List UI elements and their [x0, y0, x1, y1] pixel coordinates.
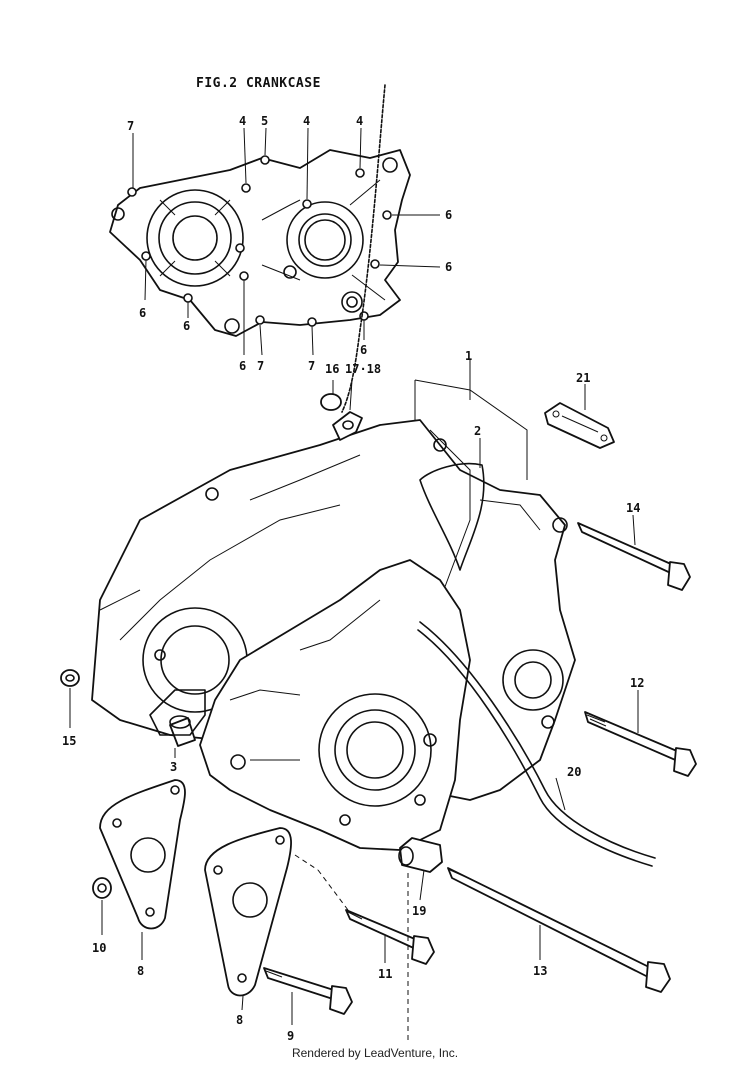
part-13-long-bolt	[447, 867, 671, 993]
part-14-bolt	[577, 522, 691, 591]
callout-17-18: 17·18	[345, 362, 381, 376]
callout-7: 7	[257, 359, 264, 373]
callout-12: 12	[630, 676, 644, 690]
part-21-clamp	[544, 402, 615, 449]
callout-8: 8	[137, 964, 144, 978]
callout-19: 19	[412, 904, 426, 918]
callout-6: 6	[360, 343, 367, 357]
figure-title: FIG.2 CRANKCASE	[196, 76, 321, 91]
callout-labels: 7 4 5 4 4 6 6 6 6 6 7 7 6 16 17·18 1 21 …	[62, 114, 644, 1040]
callout-14: 14	[626, 501, 640, 515]
callout-16: 16	[325, 362, 339, 376]
part-20-hose	[419, 621, 656, 859]
part-11-bolt	[345, 909, 435, 965]
callout-9: 9	[287, 1029, 294, 1040]
part-10-nut	[92, 877, 112, 899]
guide-lines	[294, 854, 409, 1040]
callout-2: 2	[474, 424, 481, 438]
callout-10: 10	[92, 941, 106, 955]
part-8-plate-left	[99, 779, 186, 930]
callout-20: 20	[567, 765, 581, 779]
callout-15: 15	[62, 734, 76, 748]
callout-3: 3	[170, 760, 177, 774]
part-19-dowel	[398, 837, 443, 873]
callout-11: 11	[378, 967, 392, 981]
part-12-bolt	[584, 711, 697, 777]
main-crankcase-assembly	[91, 419, 576, 851]
upper-crankcase-half	[109, 84, 411, 413]
callout-4: 4	[356, 114, 363, 128]
callout-13: 13	[533, 964, 547, 978]
footer-credit: Rendered by LeadVenture, Inc.	[291, 1046, 459, 1060]
part-9-bolt	[263, 967, 353, 1015]
callout-4: 4	[303, 114, 310, 128]
crankcase-exploded-diagram: 7 4 5 4 4 6 6 6 6 6 7 7 6 16 17·18 1 21 …	[60, 84, 697, 1040]
callout-6: 6	[445, 208, 452, 222]
callout-6: 6	[139, 306, 146, 320]
part-17-18-gasket	[332, 411, 363, 441]
part-8-plate-right	[204, 827, 292, 997]
callout-8: 8	[236, 1013, 243, 1027]
callout-6: 6	[445, 260, 452, 274]
callout-21: 21	[576, 371, 590, 385]
main-leader-lines	[69, 360, 639, 1025]
callout-4: 4	[239, 114, 246, 128]
part-15-nut	[60, 669, 80, 687]
part-16-washer	[320, 393, 342, 411]
upper-leader-lines	[132, 127, 441, 356]
callout-6: 6	[183, 319, 190, 333]
callout-6: 6	[239, 359, 246, 373]
callout-7: 7	[127, 119, 134, 133]
callout-5: 5	[261, 114, 268, 128]
callout-7: 7	[308, 359, 315, 373]
callout-1: 1	[465, 349, 472, 363]
